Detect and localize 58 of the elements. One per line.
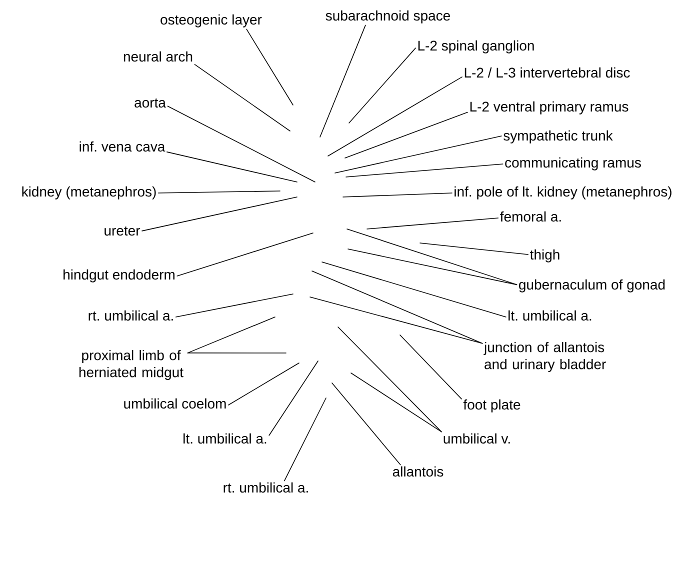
leader-line bbox=[312, 270, 483, 344]
leader-line bbox=[167, 106, 316, 182]
leader-line bbox=[344, 112, 468, 158]
part-label: subarachnoid space bbox=[326, 10, 450, 24]
leader-line bbox=[268, 360, 318, 436]
leader-line bbox=[366, 218, 499, 230]
part-label: lt. umbilical a. bbox=[184, 433, 266, 444]
part-label: sympathetic trunk bbox=[504, 130, 613, 144]
leader-line bbox=[338, 326, 442, 432]
leader-line bbox=[320, 24, 366, 138]
part-label: L-2 / L-3 intervertebral disc bbox=[464, 67, 630, 78]
leader-line bbox=[342, 192, 452, 198]
part-label: communicating ramus bbox=[505, 157, 641, 170]
leader-line bbox=[284, 398, 326, 482]
part-label: hindgut endoderm bbox=[64, 269, 174, 282]
part-label: foot plate bbox=[463, 399, 520, 412]
leader-line bbox=[166, 152, 298, 182]
leader-line bbox=[348, 248, 518, 286]
leader-line bbox=[175, 294, 294, 318]
part-label: rt. umbilical a. bbox=[224, 482, 308, 493]
leader-line bbox=[420, 242, 529, 255]
part-label: rt. umbilical a. bbox=[88, 310, 173, 321]
part-label: umbilical v. bbox=[444, 433, 510, 444]
leader-line bbox=[187, 352, 286, 354]
part-label: junction of allantois and urinary bladder bbox=[484, 342, 606, 372]
leader-line bbox=[346, 228, 518, 286]
part-label: proximal limb of herniated midgut bbox=[79, 350, 184, 380]
part-label: aorta bbox=[134, 98, 166, 108]
leader-line bbox=[176, 232, 314, 276]
leader-line bbox=[194, 64, 290, 132]
part-label: L-2 spinal ganglion bbox=[418, 40, 534, 54]
leader-line bbox=[158, 190, 280, 194]
leader-line bbox=[346, 164, 504, 178]
leader-line bbox=[246, 28, 294, 106]
part-label: inf. vena cava bbox=[80, 141, 166, 152]
leader-line bbox=[187, 316, 276, 354]
leader-line bbox=[334, 136, 502, 174]
part-label: thigh bbox=[530, 249, 560, 262]
part-label: kidney (metanephros) bbox=[22, 186, 156, 200]
part-label: lt. umbilical a. bbox=[508, 310, 592, 321]
leader-line bbox=[228, 362, 300, 406]
part-label: allantois bbox=[392, 466, 444, 477]
part-label: inf. pole of lt. kidney (metanephros) bbox=[454, 186, 672, 200]
part-label: L-2 ventral primary ramus bbox=[470, 101, 628, 114]
leader-line bbox=[328, 76, 462, 156]
leader-line bbox=[322, 262, 506, 318]
leader-line bbox=[310, 296, 483, 344]
leader-line bbox=[142, 196, 298, 232]
leader-line bbox=[400, 334, 462, 400]
leader-line bbox=[332, 382, 401, 466]
leader-line bbox=[350, 372, 442, 432]
part-label: ureter bbox=[104, 226, 140, 236]
part-label: neural arch bbox=[124, 51, 192, 62]
part-label: umbilical coelom bbox=[124, 398, 226, 409]
part-label: osteogenic layer bbox=[160, 14, 262, 28]
part-label: gubernaculum of gonad bbox=[519, 279, 665, 292]
leader-line bbox=[348, 48, 416, 124]
part-label: femoral a. bbox=[500, 211, 561, 222]
